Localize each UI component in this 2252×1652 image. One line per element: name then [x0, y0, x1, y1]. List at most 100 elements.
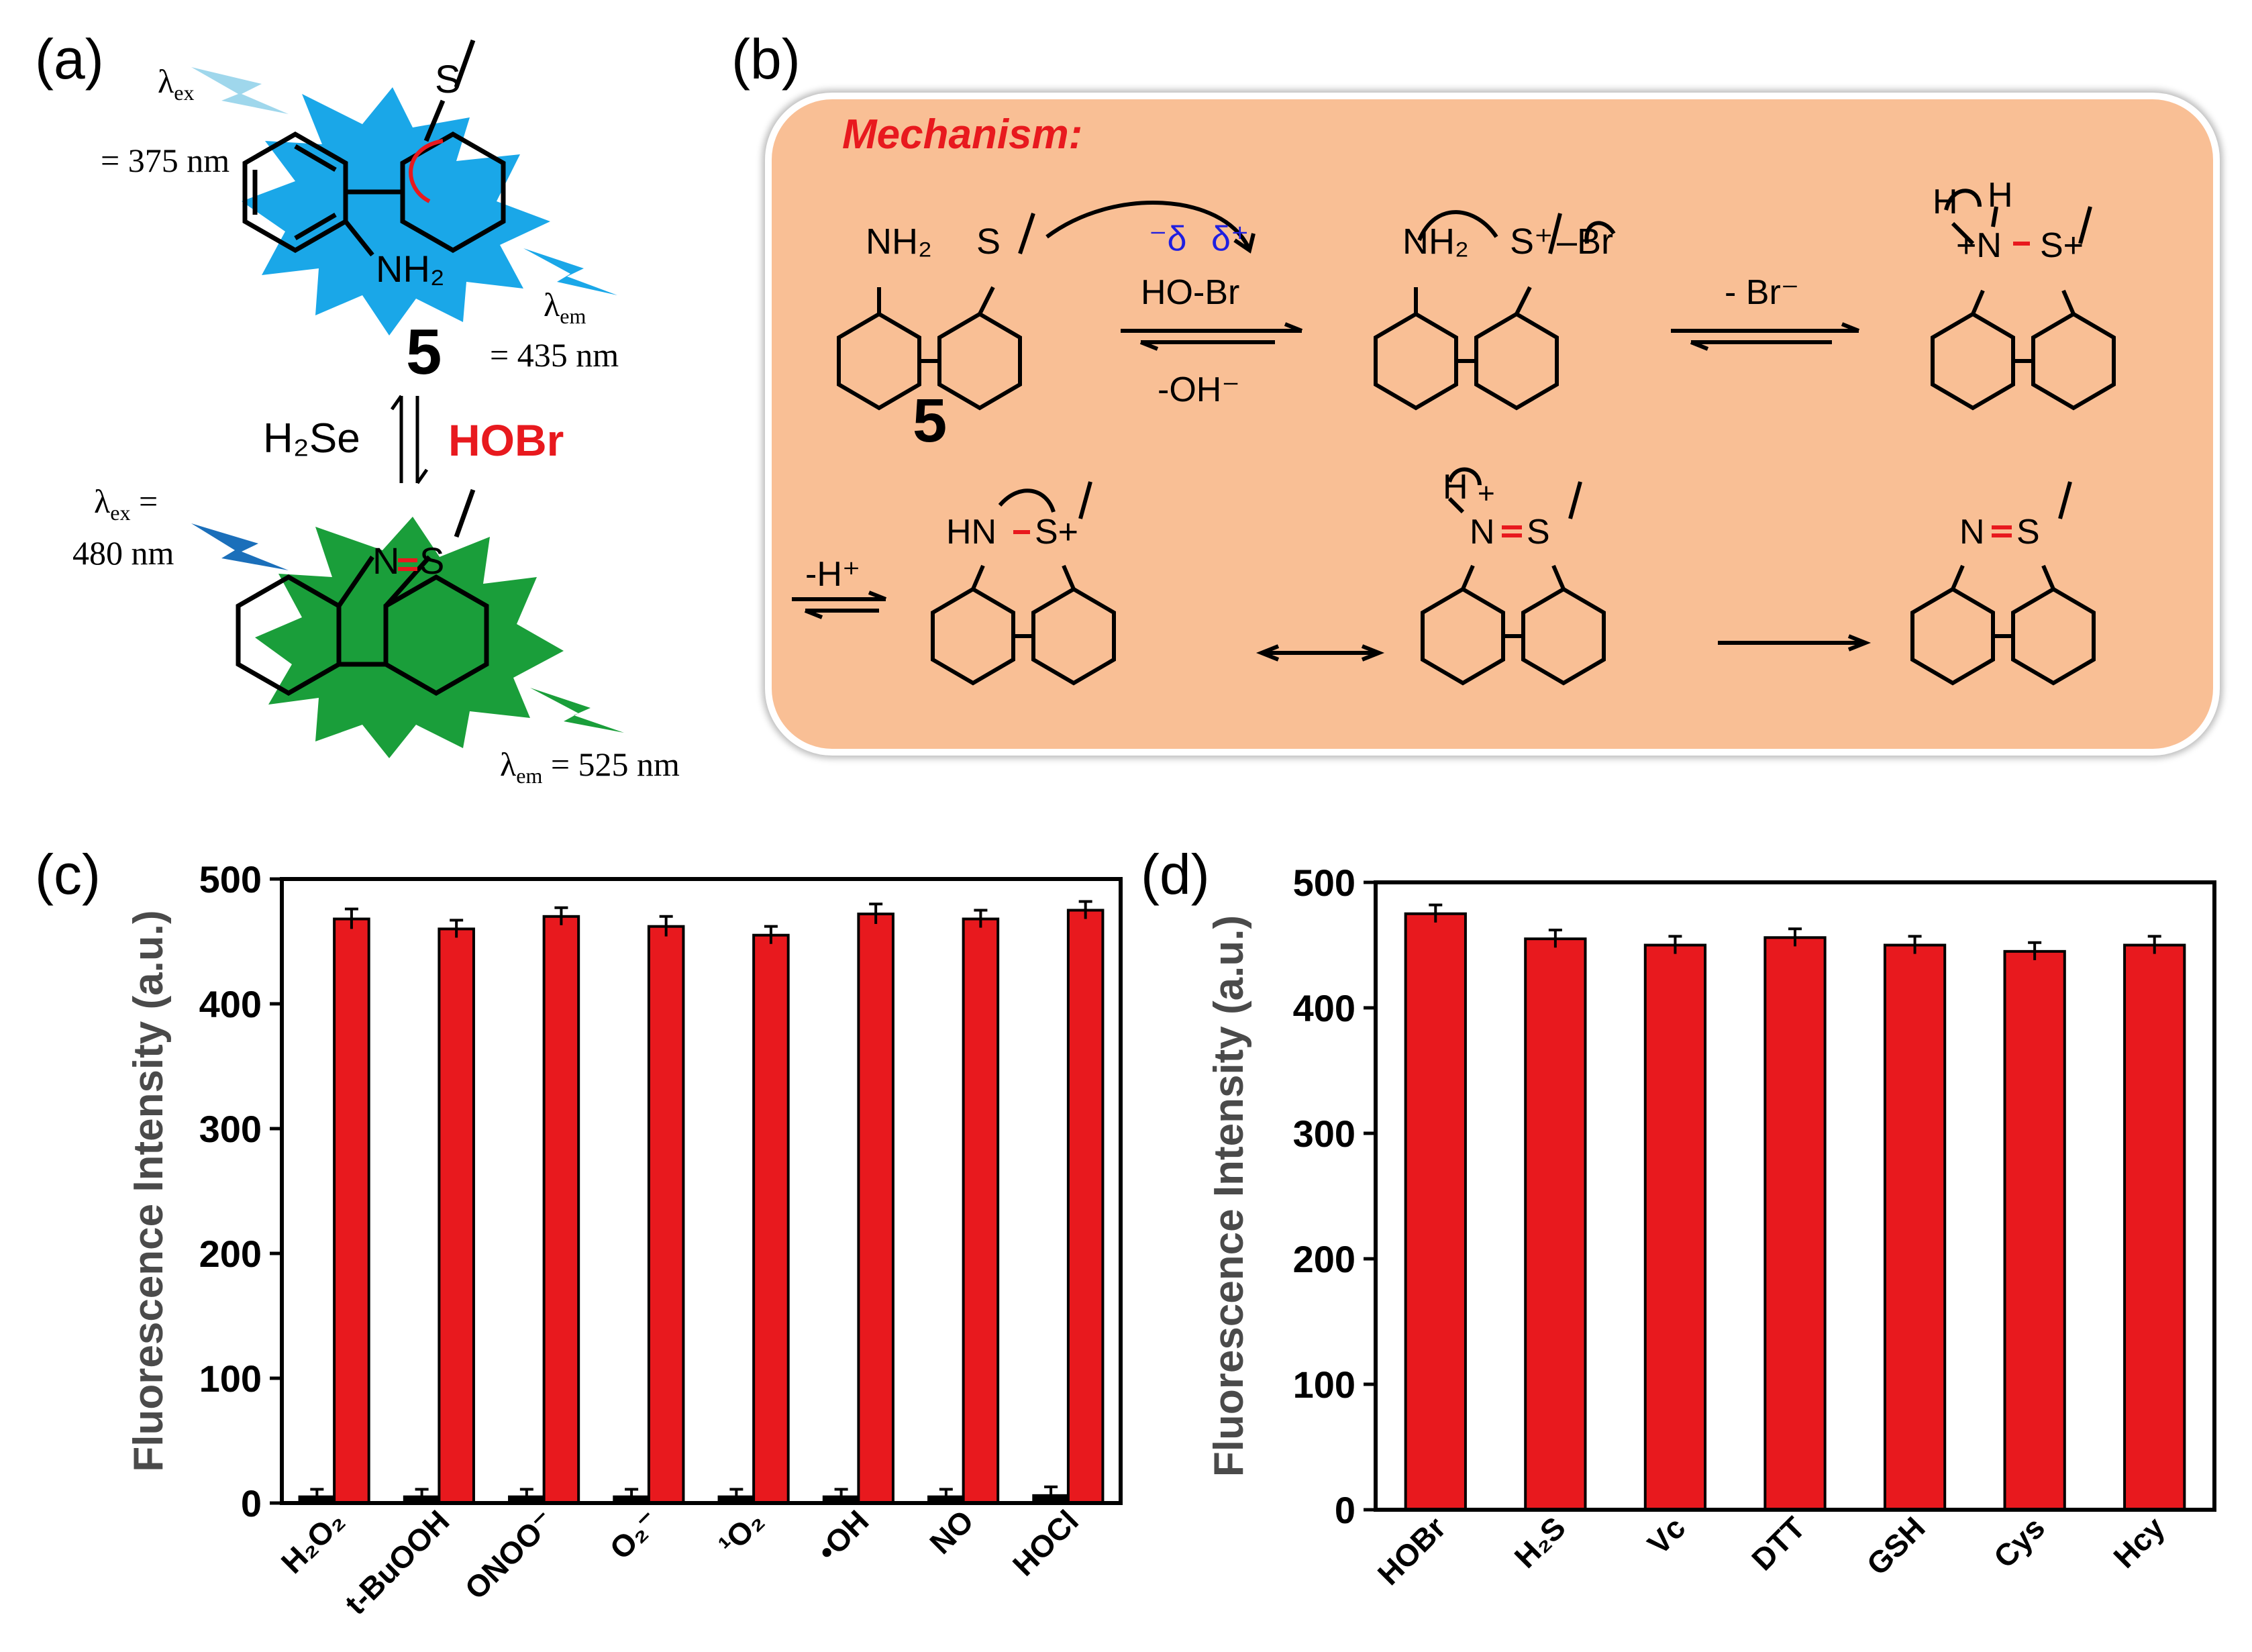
emission-bolt-top — [523, 248, 617, 295]
mech-nh2: NH₂ — [866, 221, 932, 262]
bar — [1763, 936, 1827, 1511]
plot-frame — [280, 877, 1123, 1505]
bar — [752, 933, 790, 1504]
green-emission-star — [255, 517, 564, 758]
bar — [962, 917, 1000, 1504]
y-tick-label: 0 — [241, 1482, 262, 1525]
panel-a-scheme: S NH₂ N S — [191, 39, 624, 758]
mechanism-title: Mechanism: — [842, 111, 1083, 158]
y-axis-title: Fluorescence Intensity (a.u.) — [125, 910, 172, 1472]
lambda-ex-bottom-eq: = — [138, 482, 158, 520]
minus-br-label: - Br⁻ — [1725, 273, 1799, 312]
rotation-arrow — [409, 139, 444, 203]
y-tick-label: 100 — [1293, 1363, 1355, 1406]
delta-plus: δ⁺ — [1211, 219, 1249, 258]
x-category-label: HOBr — [1371, 1510, 1453, 1592]
lambda-ex-bottom-sub: ex — [110, 501, 131, 525]
mech-s: S — [976, 221, 1001, 262]
mech-product — [1910, 481, 2096, 686]
lambda-ex-bottom: λ — [94, 482, 111, 520]
int2-h2: H — [1988, 176, 2013, 215]
mech-compound-5 — [837, 213, 1035, 411]
bar — [1524, 937, 1587, 1511]
bar — [1066, 909, 1105, 1504]
equilibrium-arrows — [390, 395, 429, 484]
x-category-label: H₂O₂ — [274, 1503, 351, 1580]
excitation-bolt-bottom — [191, 523, 289, 570]
y-tick-label: 500 — [1293, 862, 1355, 904]
emission-bolt-bottom — [530, 688, 624, 733]
bar — [1404, 912, 1467, 1511]
y-tick-label: 400 — [199, 983, 262, 1025]
int2-s: S+ — [2040, 226, 2084, 265]
y-tick-label: 100 — [199, 1357, 262, 1400]
atom-n-bottom: N — [372, 539, 399, 582]
int4-h: H — [1443, 468, 1468, 507]
int1-s: S⁺ — [1510, 221, 1553, 262]
int4-plus: + — [1478, 477, 1495, 510]
curved-arrow-1 — [1045, 201, 1250, 248]
x-category-label: ONOO⁻ — [458, 1503, 560, 1606]
bar — [1883, 943, 1947, 1511]
x-category-label: Cys — [1987, 1510, 2051, 1574]
y-tick-label: 300 — [1293, 1113, 1355, 1155]
bar — [438, 927, 475, 1504]
x-category-label: •OH — [810, 1503, 875, 1568]
panel-a-label: (a) — [35, 28, 104, 91]
minus-oh-label: -OH⁻ — [1158, 370, 1240, 409]
bar — [2003, 949, 2066, 1512]
panel-c-label: (c) — [35, 843, 101, 906]
mech-intermediate-2 — [1931, 189, 2116, 411]
y-axis-title: Fluorescence Intensity (a.u.) — [1206, 915, 1252, 1477]
chart-d: Fluorescence Intensity (a.u.) 0 100 200 300 4… — [1206, 862, 2216, 1592]
y-tick-label: 200 — [1293, 1238, 1355, 1280]
x-category-label: DTT — [1745, 1510, 1812, 1577]
lambda-em-top: λ — [544, 286, 560, 323]
delta-minus: ⁻δ — [1149, 219, 1186, 258]
x-category-label: ¹O₂ — [712, 1503, 770, 1561]
excitation-bolt-top — [191, 67, 289, 114]
lambda-em-bottom: λ — [500, 745, 517, 783]
y-tick-label: 0 — [1335, 1489, 1355, 1531]
lambda-ex-top-sub: ex — [174, 81, 195, 105]
y-tick-label: 300 — [199, 1108, 262, 1150]
atom-nh2-top: NH₂ — [376, 248, 445, 290]
hobr-label: HO-Br — [1141, 273, 1239, 312]
lambda-em-bottom-sub: em — [516, 764, 543, 788]
lambda-em-bottom-value: = 525 nm — [550, 745, 680, 783]
atom-s-bottom: S — [419, 539, 444, 582]
int3-s: S+ — [1035, 513, 1078, 552]
bar — [2123, 943, 2186, 1511]
int1-nh2: NH₂ — [1402, 221, 1469, 262]
bar — [857, 913, 894, 1504]
minus-h-label: -H⁺ — [805, 555, 860, 594]
y-tick-label: 500 — [199, 858, 262, 900]
chart-c: Fluorescence Intensity (a.u.) 0 100 200 300 4… — [125, 858, 1123, 1621]
int2-h1: H — [1933, 183, 1958, 221]
mech-intermediate-4 — [1421, 467, 1606, 686]
x-category-label: Vc — [1641, 1510, 1692, 1561]
x-category-label: GSH — [1859, 1510, 1931, 1582]
reagent-h2se: H₂Se — [263, 415, 360, 462]
plot-frame — [1374, 880, 2216, 1512]
int1-br: –Br — [1557, 221, 1613, 262]
prod-n: N — [1959, 513, 1985, 552]
panel-b-label: (b) — [731, 28, 801, 91]
x-category-label: t-BuOOH — [338, 1503, 456, 1621]
lambda-em-top-sub: em — [560, 304, 586, 328]
mech-intermediate-3 — [931, 481, 1116, 686]
atom-s-top: S — [435, 58, 461, 101]
product-structure — [236, 488, 489, 696]
reagent-hobr: HOBr — [448, 415, 564, 465]
int4-s: S — [1527, 513, 1550, 552]
bar — [1643, 943, 1707, 1511]
y-tick-label: 400 — [1293, 987, 1355, 1029]
x-category-label: H₂S — [1508, 1510, 1572, 1574]
lambda-ex-bottom-value: 480 nm — [72, 534, 174, 572]
mech-intermediate-1 — [1374, 210, 1616, 411]
int2-n: +N — [1956, 226, 2002, 265]
x-category-label: O₂⁻ — [603, 1503, 666, 1566]
y-tick-label: 200 — [199, 1233, 262, 1275]
prod-s: S — [2016, 513, 2040, 552]
compound-5-label: 5 — [406, 316, 442, 388]
